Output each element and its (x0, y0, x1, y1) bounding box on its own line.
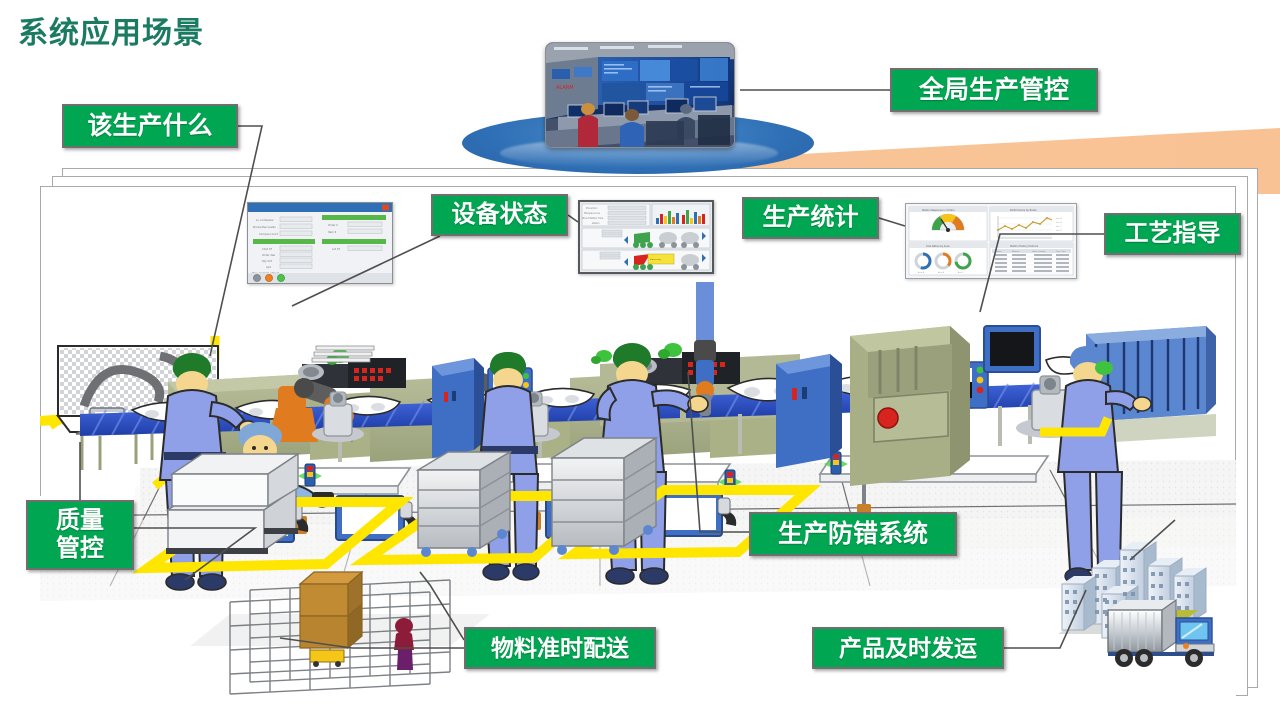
svg-text:Item II: Item II (328, 230, 336, 234)
svg-text:Station: Station (995, 250, 1001, 253)
svg-text:Ln.contxploer: Ln.contxploer (256, 218, 275, 222)
svg-text:Line C: Line C (1056, 226, 1062, 228)
label-material-on-time-delivery[interactable]: 物料准时配送 (464, 627, 656, 669)
label-quality-control[interactable]: 质量 管控 (26, 500, 134, 570)
svg-text:Line A: Line A (1056, 217, 1062, 220)
label-what-to-produce[interactable]: 该生产什么 (62, 104, 238, 148)
label-process-guidance[interactable]: 工艺指导 (1104, 213, 1241, 255)
svg-text:Line B: Line B (1056, 222, 1062, 224)
label-error-proofing-system[interactable]: 生产防错系统 (749, 512, 957, 556)
svg-text:opd: opd (266, 265, 271, 269)
label-global-production-control[interactable]: 全局生产管控 (890, 68, 1098, 112)
svg-text:Productive xcellls: Productive xcellls (253, 225, 276, 229)
svg-text:Area C: Area C (958, 271, 965, 274)
svg-text:Cycle Time: Cycle Time (1056, 251, 1067, 253)
svg-text:Procection: Procection (586, 207, 598, 210)
svg-text:Station History Protocol: Station History Protocol (1010, 245, 1038, 248)
svg-text:Station Response in Orders: Station Response in Orders (922, 209, 955, 212)
svg-text:Order II: Order II (328, 223, 338, 227)
svg-text:ALARM: ALARM (556, 85, 574, 91)
svg-text:Line D: Line D (1056, 230, 1062, 232)
svg-text:Qty Ord: Qty Ord (262, 259, 272, 263)
svg-text:Order Quantity: Order Quantity (1032, 250, 1046, 253)
svg-text:Performance by Route: Performance by Route (1010, 209, 1037, 212)
svg-text:alarm msg: alarm msg (650, 258, 661, 261)
label-production-statistics[interactable]: 生产统计 (742, 197, 879, 239)
svg-text:Area A: Area A (918, 271, 925, 274)
factory-scene-illustration (39, 186, 1237, 706)
svg-text:Worspace Line: Worspace Line (584, 212, 601, 215)
svg-text:Compoer Iourt: Compoer Iourt (259, 232, 278, 236)
production-statistics-board[interactable]: Station Response in Orders Performance b… (905, 203, 1077, 279)
label-equipment-status[interactable]: 设备状态 (431, 194, 568, 236)
label-quality-control-line1: 质量 (56, 507, 104, 535)
control-room-photo: ALARM (545, 42, 735, 148)
label-product-on-time-shipping[interactable]: 产品及时发运 (812, 627, 1004, 669)
svg-text:station: station (592, 222, 600, 225)
svg-text:Cost Ratios by Area: Cost Ratios by Area (926, 245, 950, 248)
svg-text:Area B: Area B (938, 271, 945, 274)
label-quality-control-line2: 管控 (56, 535, 104, 562)
svg-text:Machine: Machine (1012, 251, 1020, 253)
svg-text:Lot IIT: Lot IIT (332, 247, 340, 251)
svg-text:Chot IIT: Chot IIT (262, 247, 272, 251)
svg-text:Order dae: Order dae (262, 253, 275, 257)
page-title: 系统应用场景 (18, 17, 204, 50)
svg-text:Strout Station Time: Strout Station Time (582, 217, 604, 220)
